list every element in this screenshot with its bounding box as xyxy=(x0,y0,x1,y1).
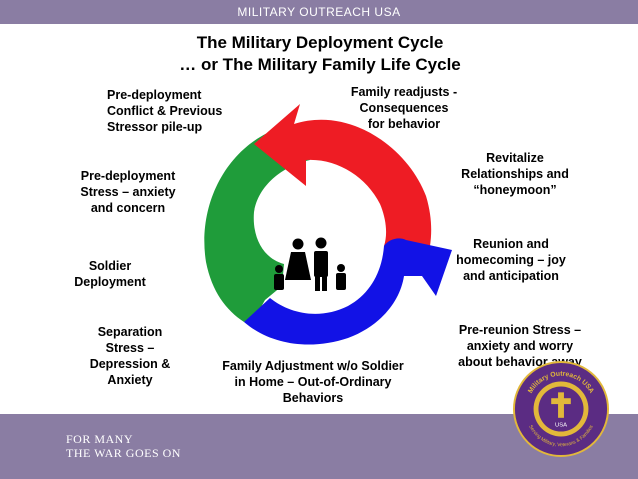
footer-line-2: THE WAR GOES ON xyxy=(66,446,181,460)
stage-pre-deployment-conflict: Pre-deployment Conflict & Previous Stres… xyxy=(107,88,223,134)
family-icon xyxy=(274,237,346,291)
footer-line-1: FOR MANY xyxy=(66,432,134,446)
title-line-1: The Military Deployment Cycle xyxy=(196,33,444,52)
green-cycle-arrow xyxy=(204,124,310,322)
brand-title: MILITARY OUTREACH USA xyxy=(237,5,401,19)
stage-family-readjusts: Family readjusts - Consequences for beha… xyxy=(350,85,458,131)
stage-reunion: Reunion and homecoming – joy and anticip… xyxy=(456,237,566,283)
stage-revitalize: Revitalize Relationships and “honeymoon” xyxy=(461,151,569,197)
svg-text:USA: USA xyxy=(555,423,567,429)
title-line-2: … or The Military Family Life Cycle xyxy=(179,55,461,74)
cross-icon xyxy=(558,392,564,418)
stage-separation-stress: Separation Stress – Depression & Anxiety xyxy=(89,325,171,387)
stage-family-adjustment: Family Adjustment w/o Soldier in Home – … xyxy=(222,359,404,405)
stage-soldier-deployment: Soldier Deployment xyxy=(74,259,146,289)
stage-pre-deployment-stress: Pre-deployment Stress – anxiety and conc… xyxy=(80,169,176,215)
red-cycle-arrow xyxy=(254,104,432,246)
military-outreach-seal-logo: USA Military Outreach USA Serving Milita… xyxy=(512,360,610,458)
header-bar xyxy=(0,0,638,24)
blue-cycle-arrow xyxy=(244,238,452,345)
